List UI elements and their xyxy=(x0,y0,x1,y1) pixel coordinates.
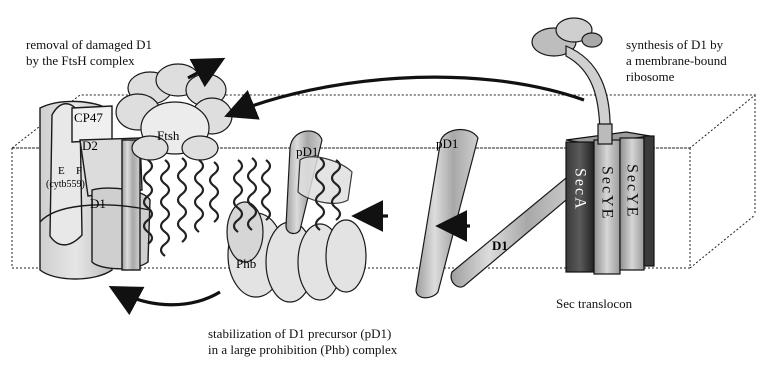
caption-removal: removal of damaged D1 by the FtsH comple… xyxy=(26,37,152,69)
caption-synthesis: synthesis of D1 by a membrane-bound ribo… xyxy=(626,37,727,85)
label-secye-1: SecYE xyxy=(599,166,616,220)
caption-synthesis-line-1: synthesis of D1 by xyxy=(626,37,727,53)
ftsh-complex xyxy=(116,64,232,160)
label-f: F xyxy=(76,165,82,177)
label-seca: SecA xyxy=(572,168,589,211)
label-cp47: CP47 xyxy=(74,110,103,125)
label-cytb559: (cytb559) xyxy=(46,179,85,190)
label-ftsh: Ftsh xyxy=(157,128,180,143)
caption-synthesis-line-3: ribosome xyxy=(626,69,727,85)
caption-stabilization-line-1: stabilization of D1 precursor (pD1) xyxy=(208,326,397,342)
caption-removal-line-1: removal of damaged D1 xyxy=(26,37,152,53)
arrow-phb-to-psii xyxy=(120,292,220,305)
caption-stabilization: stabilization of D1 precursor (pD1) in a… xyxy=(208,326,397,358)
label-d1-strand: D1 xyxy=(492,238,508,253)
d1-strand xyxy=(451,178,578,287)
label-phb: Phb xyxy=(236,256,256,271)
caption-sec-translocon: Sec translocon xyxy=(556,296,632,312)
label-d2: D2 xyxy=(82,138,98,153)
label-d1-psii: D1 xyxy=(90,196,106,211)
label-pd1-middle: pD1 xyxy=(296,144,318,159)
label-e: E xyxy=(58,165,65,177)
ribosome xyxy=(532,18,610,138)
label-secye-2: SecYE xyxy=(624,164,641,218)
caption-synthesis-line-2: a membrane-bound xyxy=(626,53,727,69)
caption-stabilization-line-2: in a large prohibition (Phb) complex xyxy=(208,342,397,358)
ftsh-helices xyxy=(144,158,218,256)
label-pd1-free: pD1 xyxy=(436,136,458,151)
caption-removal-line-2: by the FtsH complex xyxy=(26,53,152,69)
